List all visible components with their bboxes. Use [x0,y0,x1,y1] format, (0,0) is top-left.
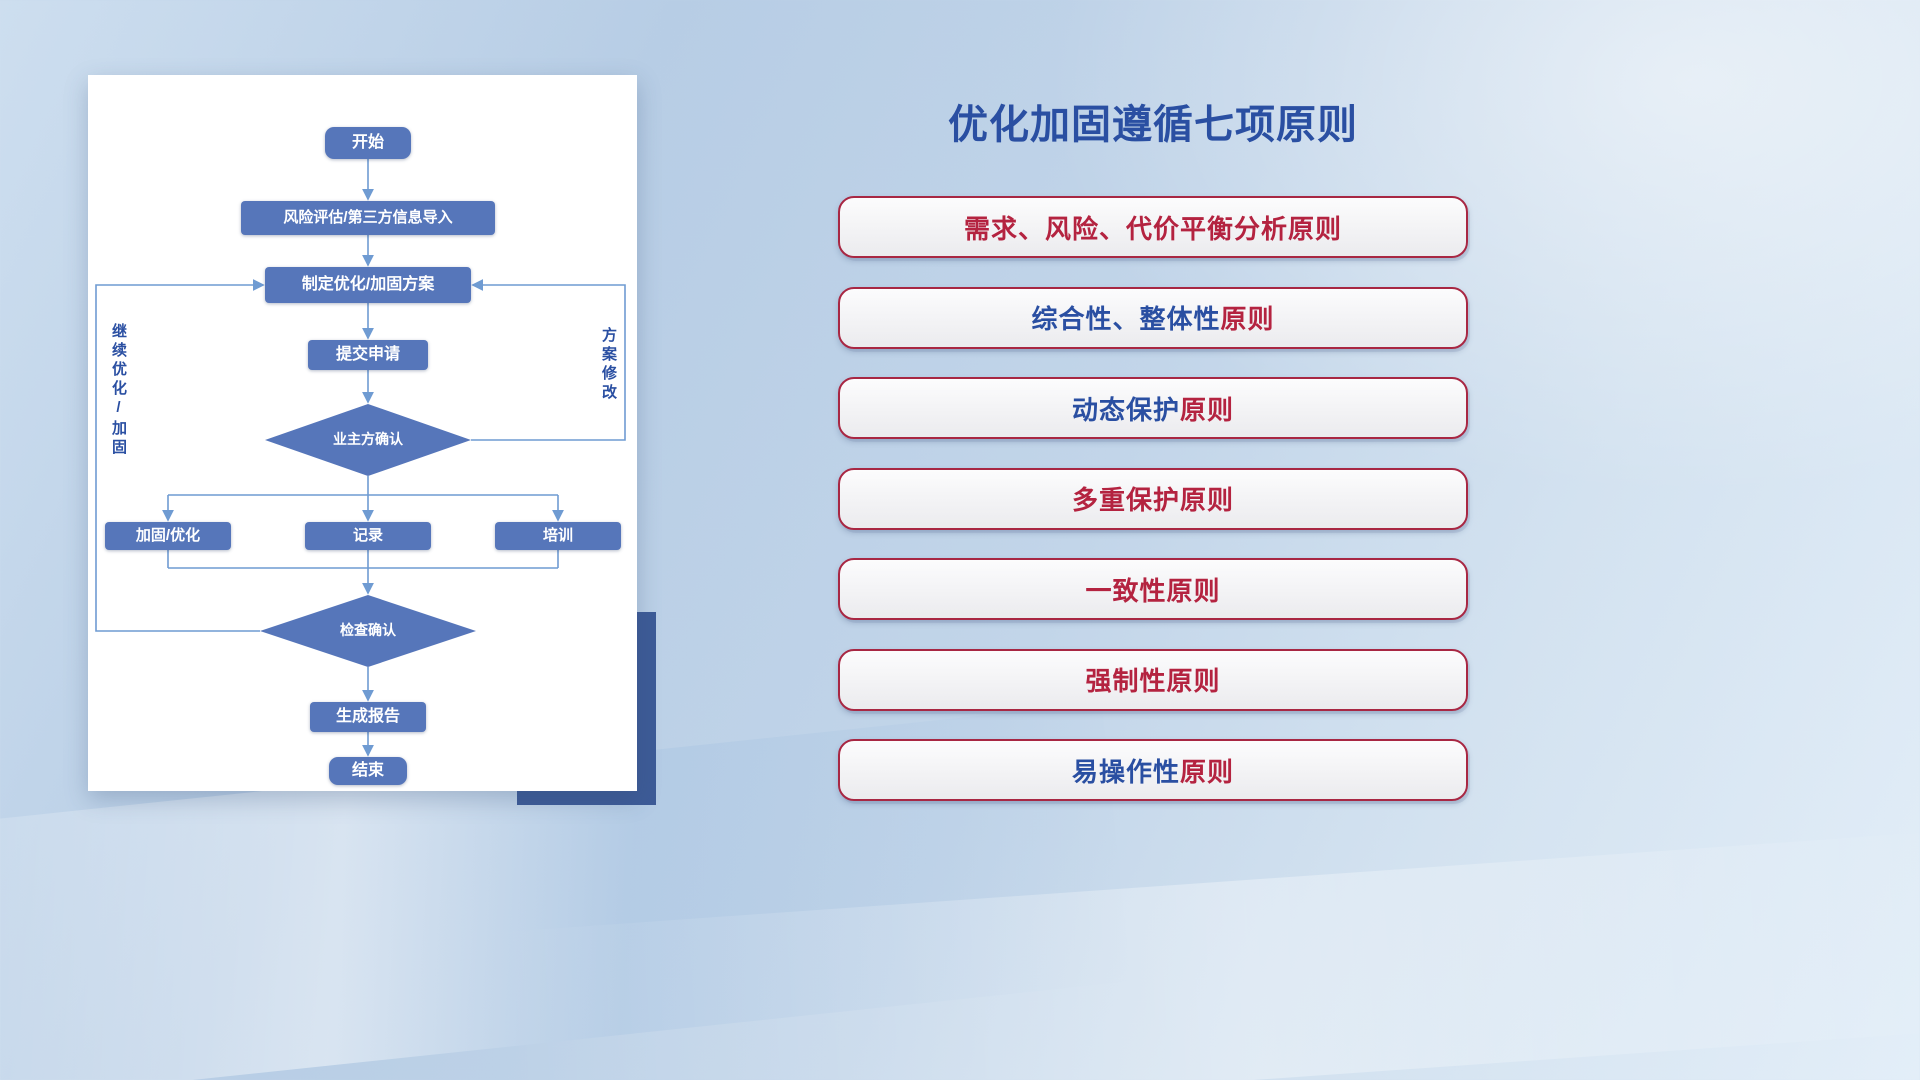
principle-box: 多重保护原则 [838,467,1468,530]
flow-node-end: 结束 [329,757,407,785]
principle-segment: 原则 [1180,394,1235,425]
flow-node-make-plan: 制定优化/加固方案 [265,267,471,303]
flow-label-plan-revise: 方案修改 [600,327,617,403]
flow-node-owner-confirm: 业主方确认 [265,404,471,476]
background-streak-bottom [494,827,1920,1080]
principle-segment: 动态保护 [1071,394,1180,425]
principles-list: 需求、风险、代价平衡分析原则 综合性、整体性原则 动态保护原则 多重保护原则 一… [838,196,1468,801]
flow-node-reinforce: 加固/优化 [105,522,231,550]
principle-segment: 综合性、整体性 [1031,304,1221,334]
flow-node-training: 培训 [495,522,621,550]
principle-label: 强制性原则 [1085,661,1220,698]
principle-segment: 易操作性 [1071,756,1180,787]
flow-node-risk-import: 风险评估/第三方信息导入 [241,201,495,235]
flow-node-check-confirm-label: 检查确认 [340,622,396,639]
principle-box: 综合性、整体性原则 [838,286,1468,349]
flowchart-connectors [95,159,626,757]
principle-box: 强制性原则 [838,648,1468,711]
principle-box: 一致性原则 [838,558,1468,620]
principle-segment: 原则 [1180,756,1235,787]
flow-label-continue-loop: 继续优化/加固 [110,323,127,458]
principle-box: 动态保护原则 [838,377,1468,439]
principle-box: 易操作性原则 [838,739,1468,801]
principle-segment: 需求、风险、代价平衡分析原则 [963,213,1342,244]
flowchart-card: 开始 风险评估/第三方信息导入 制定优化/加固方案 提交申请 业主方确认 加固/… [88,75,637,791]
principle-label: 需求、风险、代价平衡分析原则 [964,209,1342,246]
principle-segment: 多重保护原则 [1071,485,1234,515]
flow-node-record: 记录 [305,522,431,550]
principle-label: 动态保护原则 [1072,390,1234,427]
principle-segment: 强制性原则 [1085,666,1221,696]
flow-node-submit: 提交申请 [308,340,428,370]
flow-node-report: 生成报告 [310,702,426,732]
principle-segment: 一致性原则 [1085,575,1221,606]
principle-label: 多重保护原则 [1072,480,1234,517]
principle-box: 需求、风险、代价平衡分析原则 [838,196,1468,258]
flow-node-start: 开始 [325,127,411,159]
flow-node-check-confirm: 检查确认 [260,595,476,667]
principle-label: 易操作性原则 [1072,752,1234,789]
principle-label: 一致性原则 [1085,571,1220,608]
principle-segment: 原则 [1220,304,1275,334]
flow-node-owner-confirm-label: 业主方确认 [333,431,403,448]
principle-label: 综合性、整体性原则 [1031,299,1274,336]
page-title: 优化加固遵循七项原则 [948,103,1358,147]
